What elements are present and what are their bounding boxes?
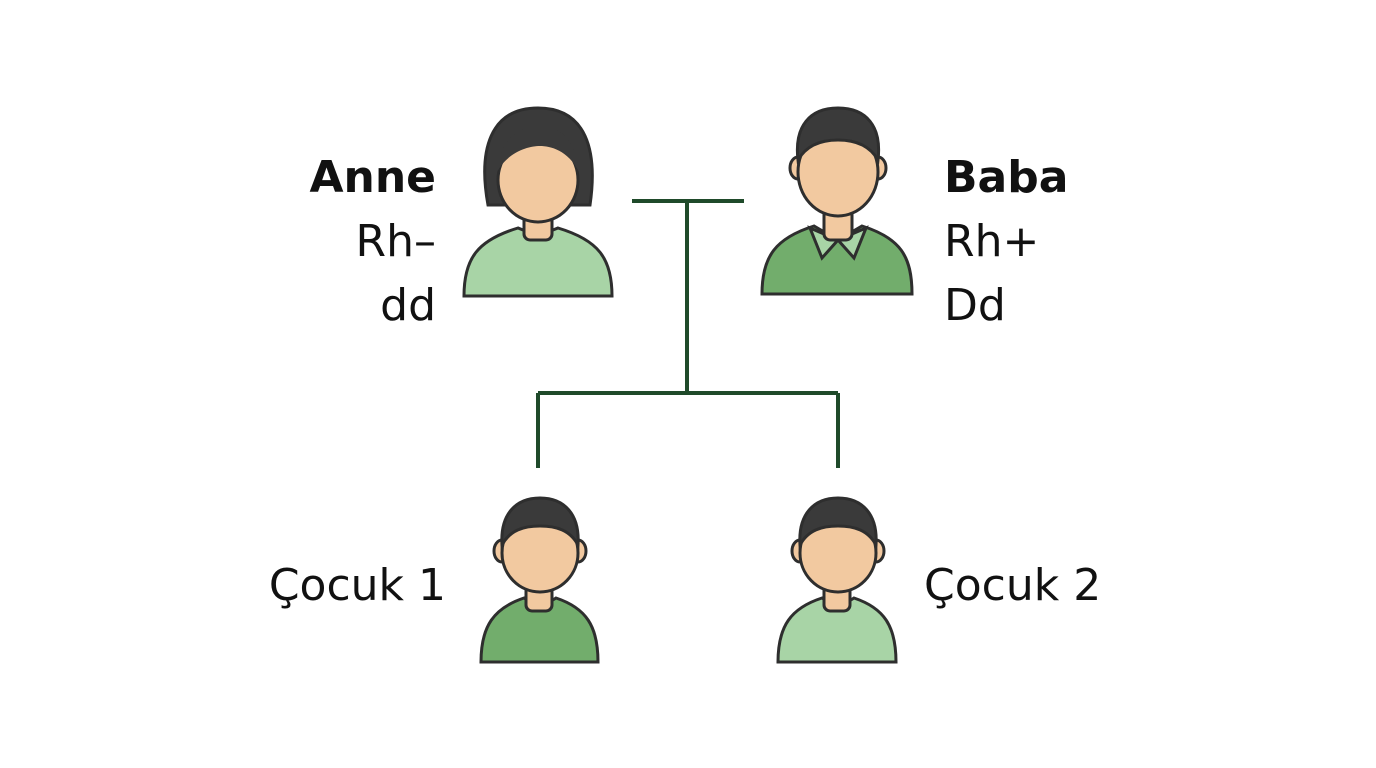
mother-genotype: dd: [380, 280, 436, 331]
child-2-figure: [776, 496, 898, 664]
child-1-figure: [479, 496, 600, 664]
mother-fringe: [497, 126, 579, 172]
child-2-hair-icon: [798, 496, 878, 551]
father-hair-icon: [795, 106, 881, 165]
child-2-name: Çocuk 2: [924, 560, 1102, 611]
mother-name: Anne: [309, 152, 436, 203]
mother-rh: Rh–: [355, 216, 436, 267]
mother-label: Anne Rh– dd: [309, 156, 436, 328]
mother-figure: [462, 106, 614, 298]
father-figure: [760, 106, 914, 296]
child-1-hair-icon: [500, 496, 580, 551]
pedigree-connectors: [536, 199, 840, 468]
child-1-name: Çocuk 1: [268, 560, 446, 611]
father-label: Baba Rh+ Dd: [944, 156, 1068, 328]
father-rh: Rh+: [944, 216, 1040, 267]
father-name: Baba: [944, 152, 1069, 203]
father-genotype: Dd: [944, 280, 1006, 331]
